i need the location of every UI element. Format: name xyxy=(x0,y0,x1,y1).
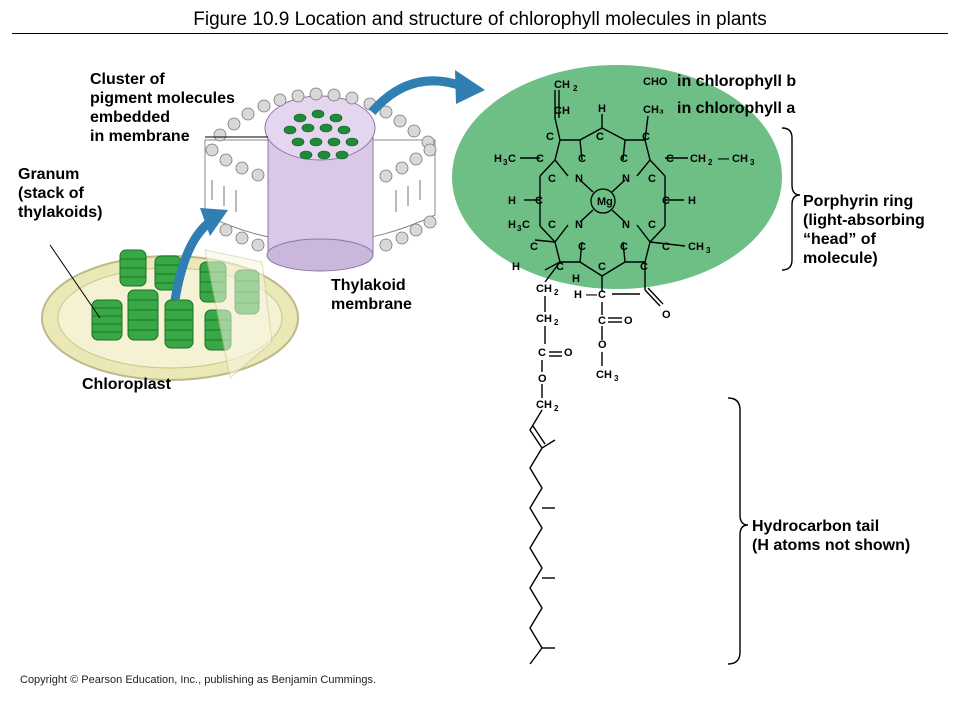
svg-text:H: H xyxy=(508,219,516,231)
svg-text:H: H xyxy=(688,195,696,207)
svg-text:C: C xyxy=(662,241,670,253)
svg-text:C: C xyxy=(620,153,628,165)
svg-text:H: H xyxy=(508,195,516,207)
arrow-granum-to-membrane xyxy=(170,218,213,301)
figure-title: Figure 10.9 Location and structure of ch… xyxy=(193,9,767,30)
svg-text:C: C xyxy=(648,173,656,185)
svg-text:C: C xyxy=(578,153,586,165)
svg-text:C: C xyxy=(596,131,604,143)
svg-text:3: 3 xyxy=(750,158,755,167)
svg-text:CH: CH xyxy=(688,241,704,253)
porphyrin-highlight xyxy=(452,65,782,289)
svg-text:2: 2 xyxy=(573,84,578,93)
granum-label: Granum (stack of thylakoids) xyxy=(18,166,103,221)
svg-text:CH: CH xyxy=(690,153,706,165)
svg-text:O: O xyxy=(662,309,671,321)
svg-text:2: 2 xyxy=(554,404,559,413)
svg-text:C: C xyxy=(536,153,544,165)
svg-text:2: 2 xyxy=(708,158,713,167)
svg-text:N: N xyxy=(575,173,583,185)
hydrocarbon-tail-label: Hydrocarbon tail (H atoms not shown) xyxy=(752,518,911,554)
svg-text:CH: CH xyxy=(536,313,552,325)
chlorophyll-a-label: in chlorophyll a xyxy=(677,100,796,117)
chlorophyll-molecule xyxy=(520,90,688,665)
chloroplast-illustration xyxy=(41,249,299,381)
svg-text:C: C xyxy=(648,219,656,231)
svg-text:N: N xyxy=(622,219,630,231)
copyright-notice: Copyright © Pearson Education, Inc., pub… xyxy=(20,674,377,686)
svg-text:— CH: — CH xyxy=(718,153,748,165)
svg-text:O: O xyxy=(598,339,607,351)
svg-text:O: O xyxy=(538,373,547,385)
svg-text:H: H xyxy=(572,273,580,285)
tail-bracket xyxy=(727,397,749,665)
svg-text:CH: CH xyxy=(596,369,612,381)
svg-text:C: C xyxy=(640,261,648,273)
svg-text:CH: CH xyxy=(536,399,552,411)
svg-text:CH: CH xyxy=(536,283,552,295)
chlorophyll-a-group: CH₃ xyxy=(643,104,664,116)
chlorophyll-b-label: in chlorophyll b xyxy=(677,73,797,90)
title-rule xyxy=(12,33,948,34)
svg-text:N: N xyxy=(575,219,583,231)
svg-text:C: C xyxy=(546,131,554,143)
chloroplast-label: Chloroplast xyxy=(82,376,171,393)
svg-text:CH: CH xyxy=(554,105,570,117)
svg-text:O: O xyxy=(564,347,573,359)
porphyrin-bracket xyxy=(781,127,801,271)
svg-text:3: 3 xyxy=(614,374,619,383)
thylakoid-membrane-illustration xyxy=(204,87,437,272)
svg-text:N: N xyxy=(622,173,630,185)
svg-text:C: C xyxy=(620,241,628,253)
svg-text:C: C xyxy=(556,261,564,273)
cluster-label: Cluster of pigment molecules embedded in… xyxy=(90,71,235,145)
arrow-membrane-to-molecule xyxy=(368,76,464,115)
granum-leader xyxy=(49,244,101,319)
thylakoid-membrane-label: Thylakoid membrane xyxy=(331,277,412,313)
svg-text:C: C xyxy=(508,153,516,165)
svg-text:C: C xyxy=(522,219,530,231)
svg-text:2: 2 xyxy=(554,288,559,297)
svg-text:3: 3 xyxy=(706,246,711,255)
svg-text:—: — xyxy=(586,289,597,301)
hydrocarbon-tail-chain xyxy=(529,409,543,665)
svg-text:C: C xyxy=(548,173,556,185)
svg-text:O: O xyxy=(624,315,633,327)
svg-text:3: 3 xyxy=(503,158,508,167)
svg-text:C: C xyxy=(578,241,586,253)
svg-text:C: C xyxy=(530,241,538,253)
porphyrin-ring-label: Porphyrin ring (light-absorbing “head” o… xyxy=(803,193,925,267)
svg-text:C: C xyxy=(535,195,543,207)
svg-text:C: C xyxy=(598,261,606,273)
mg-atom xyxy=(590,188,616,214)
pigment-cluster xyxy=(283,109,359,160)
svg-text:C: C xyxy=(642,131,650,143)
svg-text:H: H xyxy=(494,153,502,165)
svg-text:C: C xyxy=(666,153,674,165)
svg-text:H: H xyxy=(574,289,582,301)
svg-text:C: C xyxy=(598,315,606,327)
svg-text:3: 3 xyxy=(517,224,522,233)
svg-text:2: 2 xyxy=(554,318,559,327)
svg-text:C: C xyxy=(548,219,556,231)
svg-text:C: C xyxy=(538,347,546,359)
svg-text:CH: CH xyxy=(554,79,570,91)
svg-text:Mg: Mg xyxy=(597,196,613,208)
svg-text:C: C xyxy=(662,195,670,207)
chlorophyll-b-group: CHO xyxy=(643,76,668,88)
svg-text:H: H xyxy=(512,261,520,273)
svg-text:C: C xyxy=(598,289,606,301)
svg-text:H: H xyxy=(598,103,606,115)
